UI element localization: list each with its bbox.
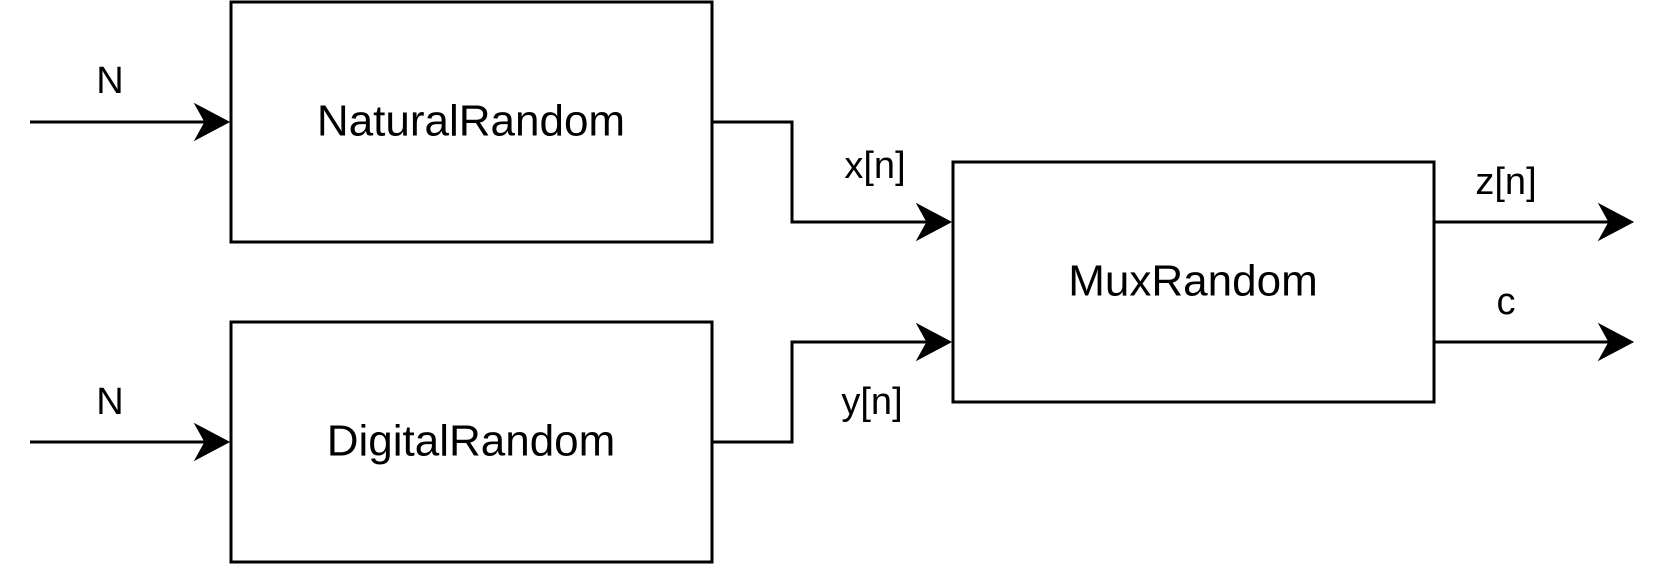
y-signal-connector: y[n] [712,322,953,444]
mux-random-label: MuxRandom [1068,257,1317,306]
z-output-label: z[n] [1475,161,1536,203]
c-output-arrow: c [1434,281,1635,362]
x-signal-line [712,120,930,224]
digital-random-block: DigitalRandom [229,320,714,564]
x-signal-arrowhead [915,202,953,242]
z-output-arrow: z[n] [1434,161,1635,242]
digital-input-arrow: N [30,381,231,462]
digital-random-label: DigitalRandom [327,417,616,466]
digital-input-label: N [96,381,123,423]
c-output-label: c [1497,281,1516,323]
y-signal-label: y[n] [841,381,902,423]
natural-input-label: N [96,60,123,102]
mux-random-box [951,160,1436,404]
natural-random-block: NaturalRandom [229,0,714,244]
natural-input-arrow: N [30,60,231,142]
z-output-arrowhead [1597,202,1635,242]
digital-input-arrowhead [193,422,231,462]
mux-random-block: MuxRandom [951,160,1436,404]
y-signal-arrowhead [915,322,953,362]
c-output-arrowhead [1597,322,1635,362]
natural-random-box [229,0,714,244]
y-signal-line [712,340,930,444]
digital-random-box [229,320,714,564]
x-signal-label: x[n] [844,145,905,187]
natural-random-label: NaturalRandom [317,97,625,146]
x-signal-connector: x[n] [712,120,953,242]
natural-input-arrowhead [193,102,231,142]
